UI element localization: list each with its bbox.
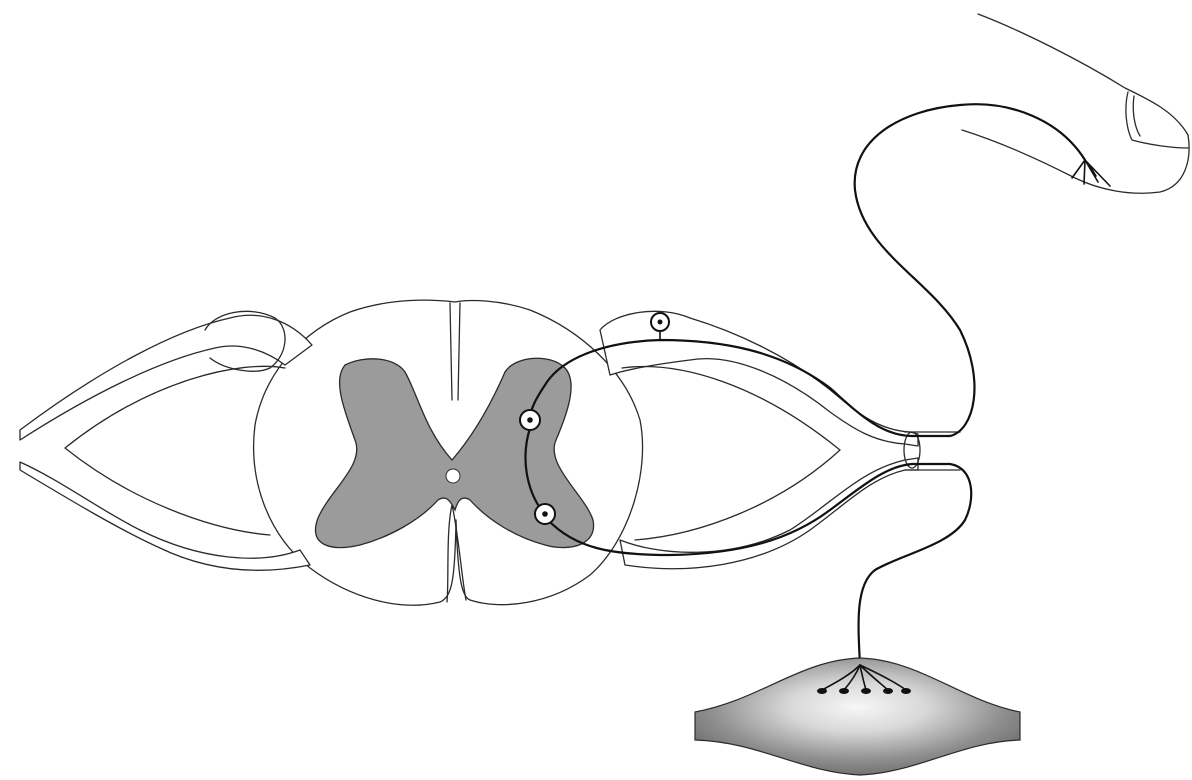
sensory-fiber-periphery <box>855 104 1085 436</box>
nmj-terminal-3 <box>861 688 871 694</box>
muscle <box>695 658 1020 775</box>
motor-fiber-periphery <box>859 464 972 665</box>
receptor-branch-2 <box>1084 160 1085 184</box>
fingernail <box>1126 92 1188 148</box>
motor-neuron-nucleus <box>542 511 548 517</box>
right-ventral-root <box>620 458 918 569</box>
finger-dorsal-outline <box>978 14 1188 135</box>
right-dorsal-root <box>600 311 918 446</box>
right-spinal-roots <box>600 311 960 568</box>
central-canal <box>446 469 460 483</box>
spinal-cord-cross-section <box>254 300 643 605</box>
nmj-terminal-5 <box>901 688 911 694</box>
nmj-terminal-1 <box>817 688 827 694</box>
nmj-terminal-2 <box>839 688 849 694</box>
receptor-branch-1 <box>1072 160 1085 178</box>
muscle-belly <box>695 658 1020 775</box>
interneuron-nucleus <box>527 417 533 423</box>
sensory-receptor-endings <box>1072 160 1110 186</box>
finger-ventral-outline <box>962 130 1189 193</box>
dorsal-root-ganglion-nucleus <box>658 320 663 325</box>
nmj-terminal-4 <box>883 688 893 694</box>
fingertip <box>962 14 1189 193</box>
